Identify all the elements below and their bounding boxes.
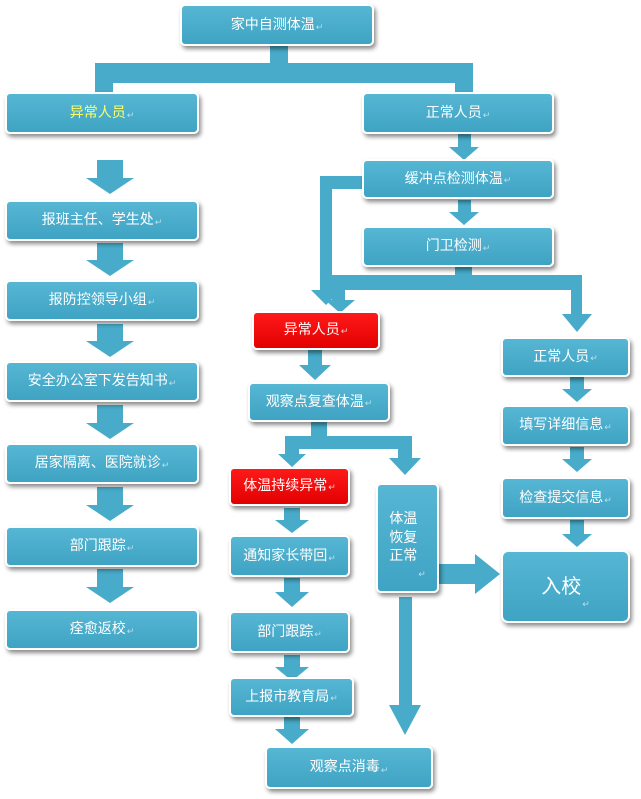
node-dept-track-mid: 部门跟踪↵ — [229, 611, 350, 653]
node-report-teacher: 报班主任、学生处↵ — [5, 200, 199, 241]
node-safety-office: 安全办公室下发告知书↵ — [5, 361, 199, 402]
node-persistent-abnormal: 体温持续异常↵ — [229, 467, 350, 506]
node-abnormal-left: 异常人员↵ — [5, 92, 199, 134]
node-fill-info: 填写详细信息↵ — [501, 405, 630, 446]
node-check-submit: 检查提交信息↵ — [501, 477, 630, 519]
node-recover-return: 痊愈返校↵ — [5, 609, 199, 650]
node-observe-recheck: 观察点复查体温↵ — [248, 382, 390, 422]
node-home-isolation: 居家隔离、医院就诊↵ — [5, 443, 199, 484]
node-enter-school: 入校↵ — [501, 550, 630, 623]
node-gate-check: 门卫检测↵ — [362, 226, 554, 267]
node-notify-parents: 通知家长带回↵ — [229, 535, 350, 577]
node-normal-top: 正常人员↵ — [362, 92, 554, 134]
node-report-group: 报防控领导小组↵ — [5, 280, 199, 321]
node-disinfect: 观察点消毒↵ — [265, 746, 433, 789]
node-dept-track-left: 部门跟踪↵ — [5, 526, 199, 567]
node-buffer-check: 缓冲点检测体温↵ — [362, 159, 554, 199]
node-normal-right: 正常人员↵ — [501, 337, 630, 377]
node-report-edu-bureau: 上报市教育局↵ — [229, 677, 354, 717]
node-abnormal-mid: 异常人员↵ — [252, 311, 380, 350]
node-start: 家中自测体温↵ — [180, 4, 374, 46]
node-temp-recover: 体温 恢复 正常↵ — [376, 483, 439, 593]
